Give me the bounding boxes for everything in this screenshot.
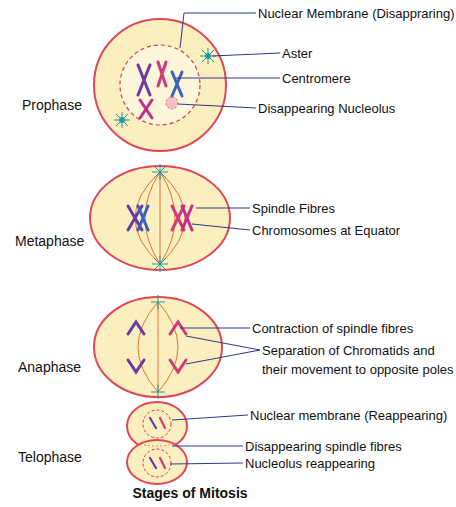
prophase-cell [94,19,226,151]
metaphase-cell [90,164,230,272]
figure-caption: Stages of Mitosis [90,484,290,503]
callout-label: Nucleolus reappearing [245,454,455,473]
anaphase-cell [94,295,222,399]
callout-label: Nuclear Membrane (Disappraring) [258,4,456,23]
callout-label: Disappearing spindle fibres [245,437,455,456]
callout-label: Nuclear membrane (Reappearing) [250,406,455,425]
leader-lines [170,13,280,464]
callout-label: Chromosomes at Equator [252,221,452,240]
stage-name: Telophase [18,448,108,467]
callout-label: Aster [282,44,402,63]
callout-label: Disappearing Nucleolus [258,99,453,118]
callout-label: Spindle Fibres [252,199,452,218]
stage-name: Anaphase [18,358,108,377]
callout-label: Separation of Chromatids and their movem… [262,341,454,379]
callout-label: Centromere [282,69,422,88]
callout-label: Contraction of spindle fibres [252,319,452,338]
stage-name: Metaphase [15,232,105,251]
telophase-cell [127,402,187,484]
stage-name: Prophase [22,96,112,115]
